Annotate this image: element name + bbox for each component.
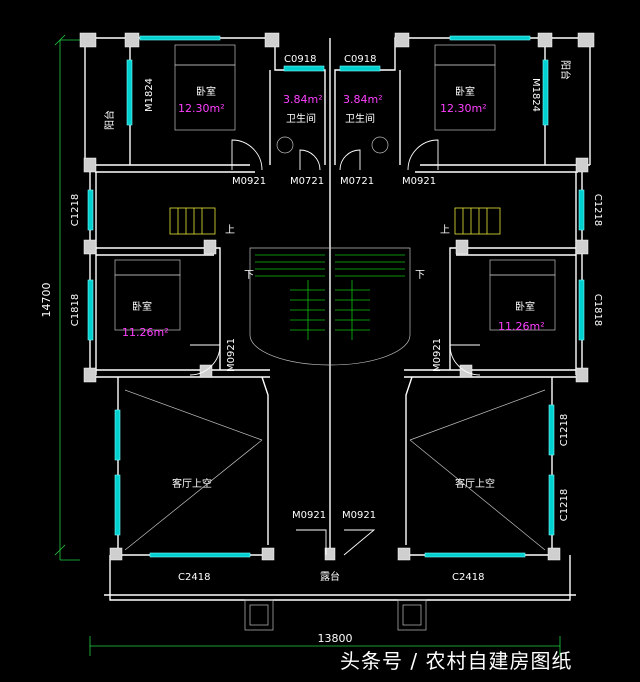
walls — [84, 37, 591, 601]
bedroom-area-top-left: 12.30m² — [178, 102, 225, 115]
watermark-text: 头条号 / 农村自建房图纸 — [340, 649, 573, 673]
window-label-c1218-living-upper: C1218 — [559, 414, 570, 446]
door-label-m0921-top-right: M0921 — [402, 176, 436, 187]
bedroom-label-top-left: 卧室 — [196, 85, 216, 98]
doors — [189, 139, 481, 556]
window-label-c2418-right: C2418 — [452, 572, 484, 583]
bathroom-area-left: 3.84m² — [283, 93, 323, 106]
width-dimension: 13800 — [318, 632, 353, 645]
balcony-label-left: 阳台 — [103, 110, 116, 130]
window-label-c1218-right: C1218 — [592, 194, 603, 226]
window-label-c0918-right: C0918 — [344, 54, 376, 65]
bedroom-area-mid-right: 11.26m² — [498, 320, 545, 333]
window-label-c0918-left: C0918 — [284, 54, 316, 65]
bedroom-area-top-right: 12.30m² — [440, 102, 487, 115]
living-void-label-left: 客厅上空 — [172, 477, 212, 490]
door-label-m0921-top-left: M0921 — [232, 176, 266, 187]
door-label-m0921-mid-right: M0921 — [432, 338, 443, 372]
window-label-c2418-left: C2418 — [178, 572, 210, 583]
door-label-m0721-right: M0721 — [340, 176, 374, 187]
terrace-label: 露台 — [320, 570, 340, 583]
bathroom-area-right: 3.84m² — [343, 93, 383, 106]
stair-down-label-right: 下 — [415, 270, 425, 281]
window-label-c1818-right: C1818 — [592, 294, 603, 326]
bathroom-label-left: 卫生间 — [286, 112, 316, 125]
window-label-c1218-living-lower: C1218 — [559, 489, 570, 521]
bedroom-area-mid-left: 11.26m² — [122, 326, 169, 339]
bathroom-label-right: 卫生间 — [345, 112, 375, 125]
door-label-m0921-bottom-right: M0921 — [342, 510, 376, 521]
door-label-m0921-mid-left: M0921 — [226, 338, 237, 372]
living-void-label-right: 客厅上空 — [455, 477, 495, 490]
dimension-lines — [54, 34, 561, 656]
balcony-label-right: 阳台 — [559, 60, 572, 80]
columns — [79, 32, 595, 561]
door-label-m0721-left: M0721 — [290, 176, 324, 187]
door-label-m0921-bottom-left: M0921 — [292, 510, 326, 521]
window-label-c1818-left: C1818 — [70, 294, 81, 326]
door-label-m1824-left: M1824 — [144, 78, 155, 112]
window-label-c1218-left: C1218 — [70, 194, 81, 226]
door-label-m1824-right: M1824 — [530, 78, 541, 112]
bedroom-label-mid-left: 卧室 — [132, 300, 152, 313]
terrace-pillars — [244, 599, 427, 631]
windows — [87, 35, 585, 558]
stair-up-label-right: 上 — [440, 224, 450, 236]
bedroom-label-top-right: 卧室 — [455, 85, 475, 98]
furniture — [114, 44, 556, 551]
stairs — [169, 207, 501, 366]
stair-down-label-left: 下 — [244, 270, 254, 281]
bedroom-label-mid-right: 卧室 — [515, 300, 535, 313]
height-dimension: 14700 — [40, 283, 53, 318]
stair-up-label-left: 上 — [225, 224, 235, 236]
